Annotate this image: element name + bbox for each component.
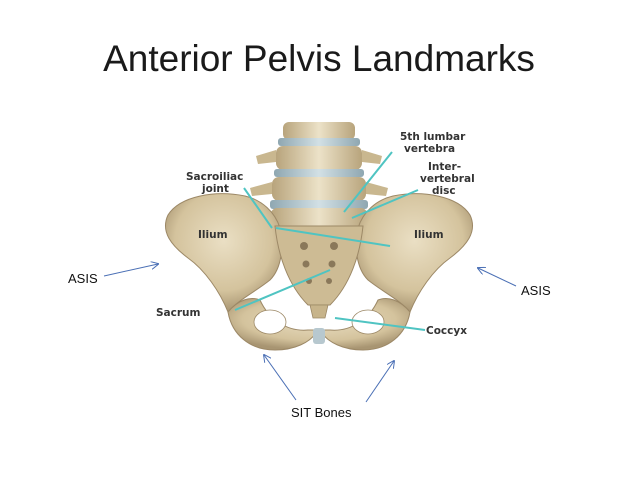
slide-title: Anterior Pelvis Landmarks <box>103 38 535 79</box>
lumbar-spine <box>250 122 388 226</box>
asis-right-label: ASIS <box>521 283 551 298</box>
asis-left-arrow <box>103 264 158 277</box>
disc-label-line2: vertebral <box>420 173 475 185</box>
image-labels: 5th lumbar vertebra Inter- vertebral dis… <box>156 131 475 337</box>
asis-right-arrow <box>478 268 517 287</box>
l5-label-line2: vertebra <box>404 143 455 155</box>
coccyx-label: Coccyx <box>426 325 467 337</box>
sacrum <box>274 225 364 306</box>
sit-bones-label: SIT Bones <box>291 405 352 420</box>
ilium-right-label: Ilium <box>414 229 444 241</box>
asis-left-label: ASIS <box>68 271 98 286</box>
disc-label-line3: disc <box>432 185 456 197</box>
si-label-line1: Sacroiliac <box>186 171 243 183</box>
sit-right-arrow <box>365 361 394 403</box>
sit-left-arrow <box>264 355 297 401</box>
coccyx <box>309 304 329 319</box>
l5-label-line1: 5th lumbar <box>400 131 466 143</box>
si-label-line2: joint <box>201 183 229 195</box>
left-ilium <box>165 193 283 313</box>
right-ilium <box>355 193 473 313</box>
disc-label-line1: Inter- <box>428 161 461 173</box>
annotation-arrows <box>103 264 517 403</box>
ilium-left-label: Ilium <box>198 229 228 241</box>
sacrum-label: Sacrum <box>156 307 201 319</box>
pointer-lines <box>234 151 426 331</box>
